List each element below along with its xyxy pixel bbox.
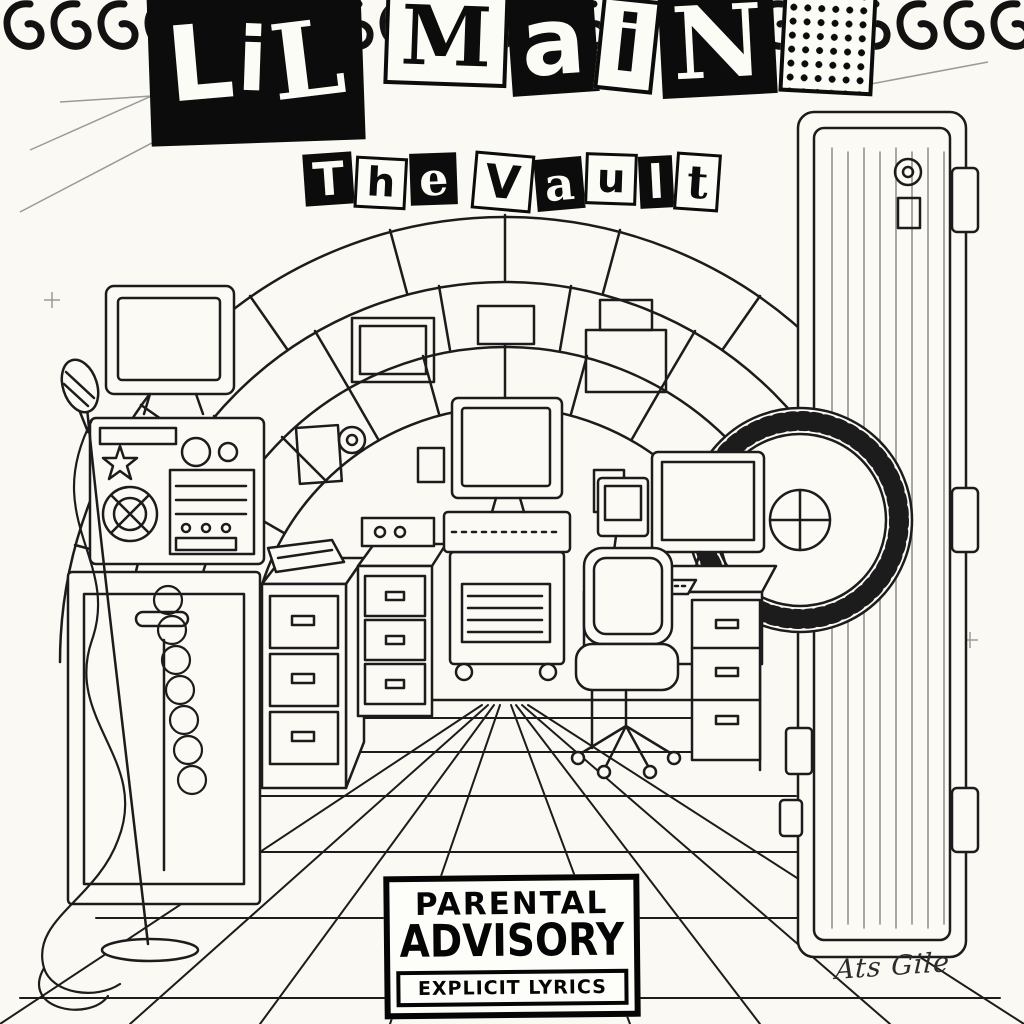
title-letter: i — [593, 0, 662, 95]
title-word-lil: L i L — [146, 0, 366, 147]
vault-door — [686, 110, 980, 959]
subtitle-letter: t — [672, 151, 723, 213]
title-word-main: M a i N — [382, 0, 878, 103]
title-letter: a — [506, 0, 601, 99]
title-letter: L — [161, 0, 239, 127]
title-letter: N — [656, 0, 778, 103]
mic-stand — [60, 358, 200, 963]
cabinet-left — [66, 570, 262, 906]
subtitle-letter: u — [583, 152, 638, 206]
parental-advisory-sticker: PARENTAL ADVISORY EXPLICIT LYRICS — [383, 873, 641, 1020]
subtitle-letter: V — [470, 150, 536, 214]
subtitle-letter: e — [408, 152, 459, 206]
title-letter: L — [264, 0, 352, 126]
album-title-block: L i L M a i N T h e V a u l t — [132, 0, 892, 214]
advisory-line-explicit: EXPLICIT LYRICS — [396, 968, 629, 1008]
album-title: L i L M a i N — [132, 0, 892, 147]
title-letter: i — [235, 7, 270, 112]
drawer-cart-center — [356, 516, 448, 718]
console-cart-center — [442, 396, 572, 682]
drawer-unit-mid — [260, 538, 366, 790]
advisory-line-advisory: ADVISORY — [399, 914, 625, 969]
subtitle-letter: T — [302, 151, 356, 207]
coiled-cable — [37, 418, 208, 1011]
office-chair — [570, 546, 682, 780]
amp-speaker-unit — [88, 416, 266, 566]
title-letter: M — [382, 0, 510, 89]
album-subtitle: T h e V a u l t — [132, 150, 892, 214]
subtitle-letter: a — [532, 156, 586, 212]
crt-monitor-left — [104, 284, 236, 416]
halftone-dots-tile — [778, 0, 878, 97]
subtitle-letter: h — [353, 155, 409, 211]
subtitle-letter: l — [637, 155, 675, 209]
